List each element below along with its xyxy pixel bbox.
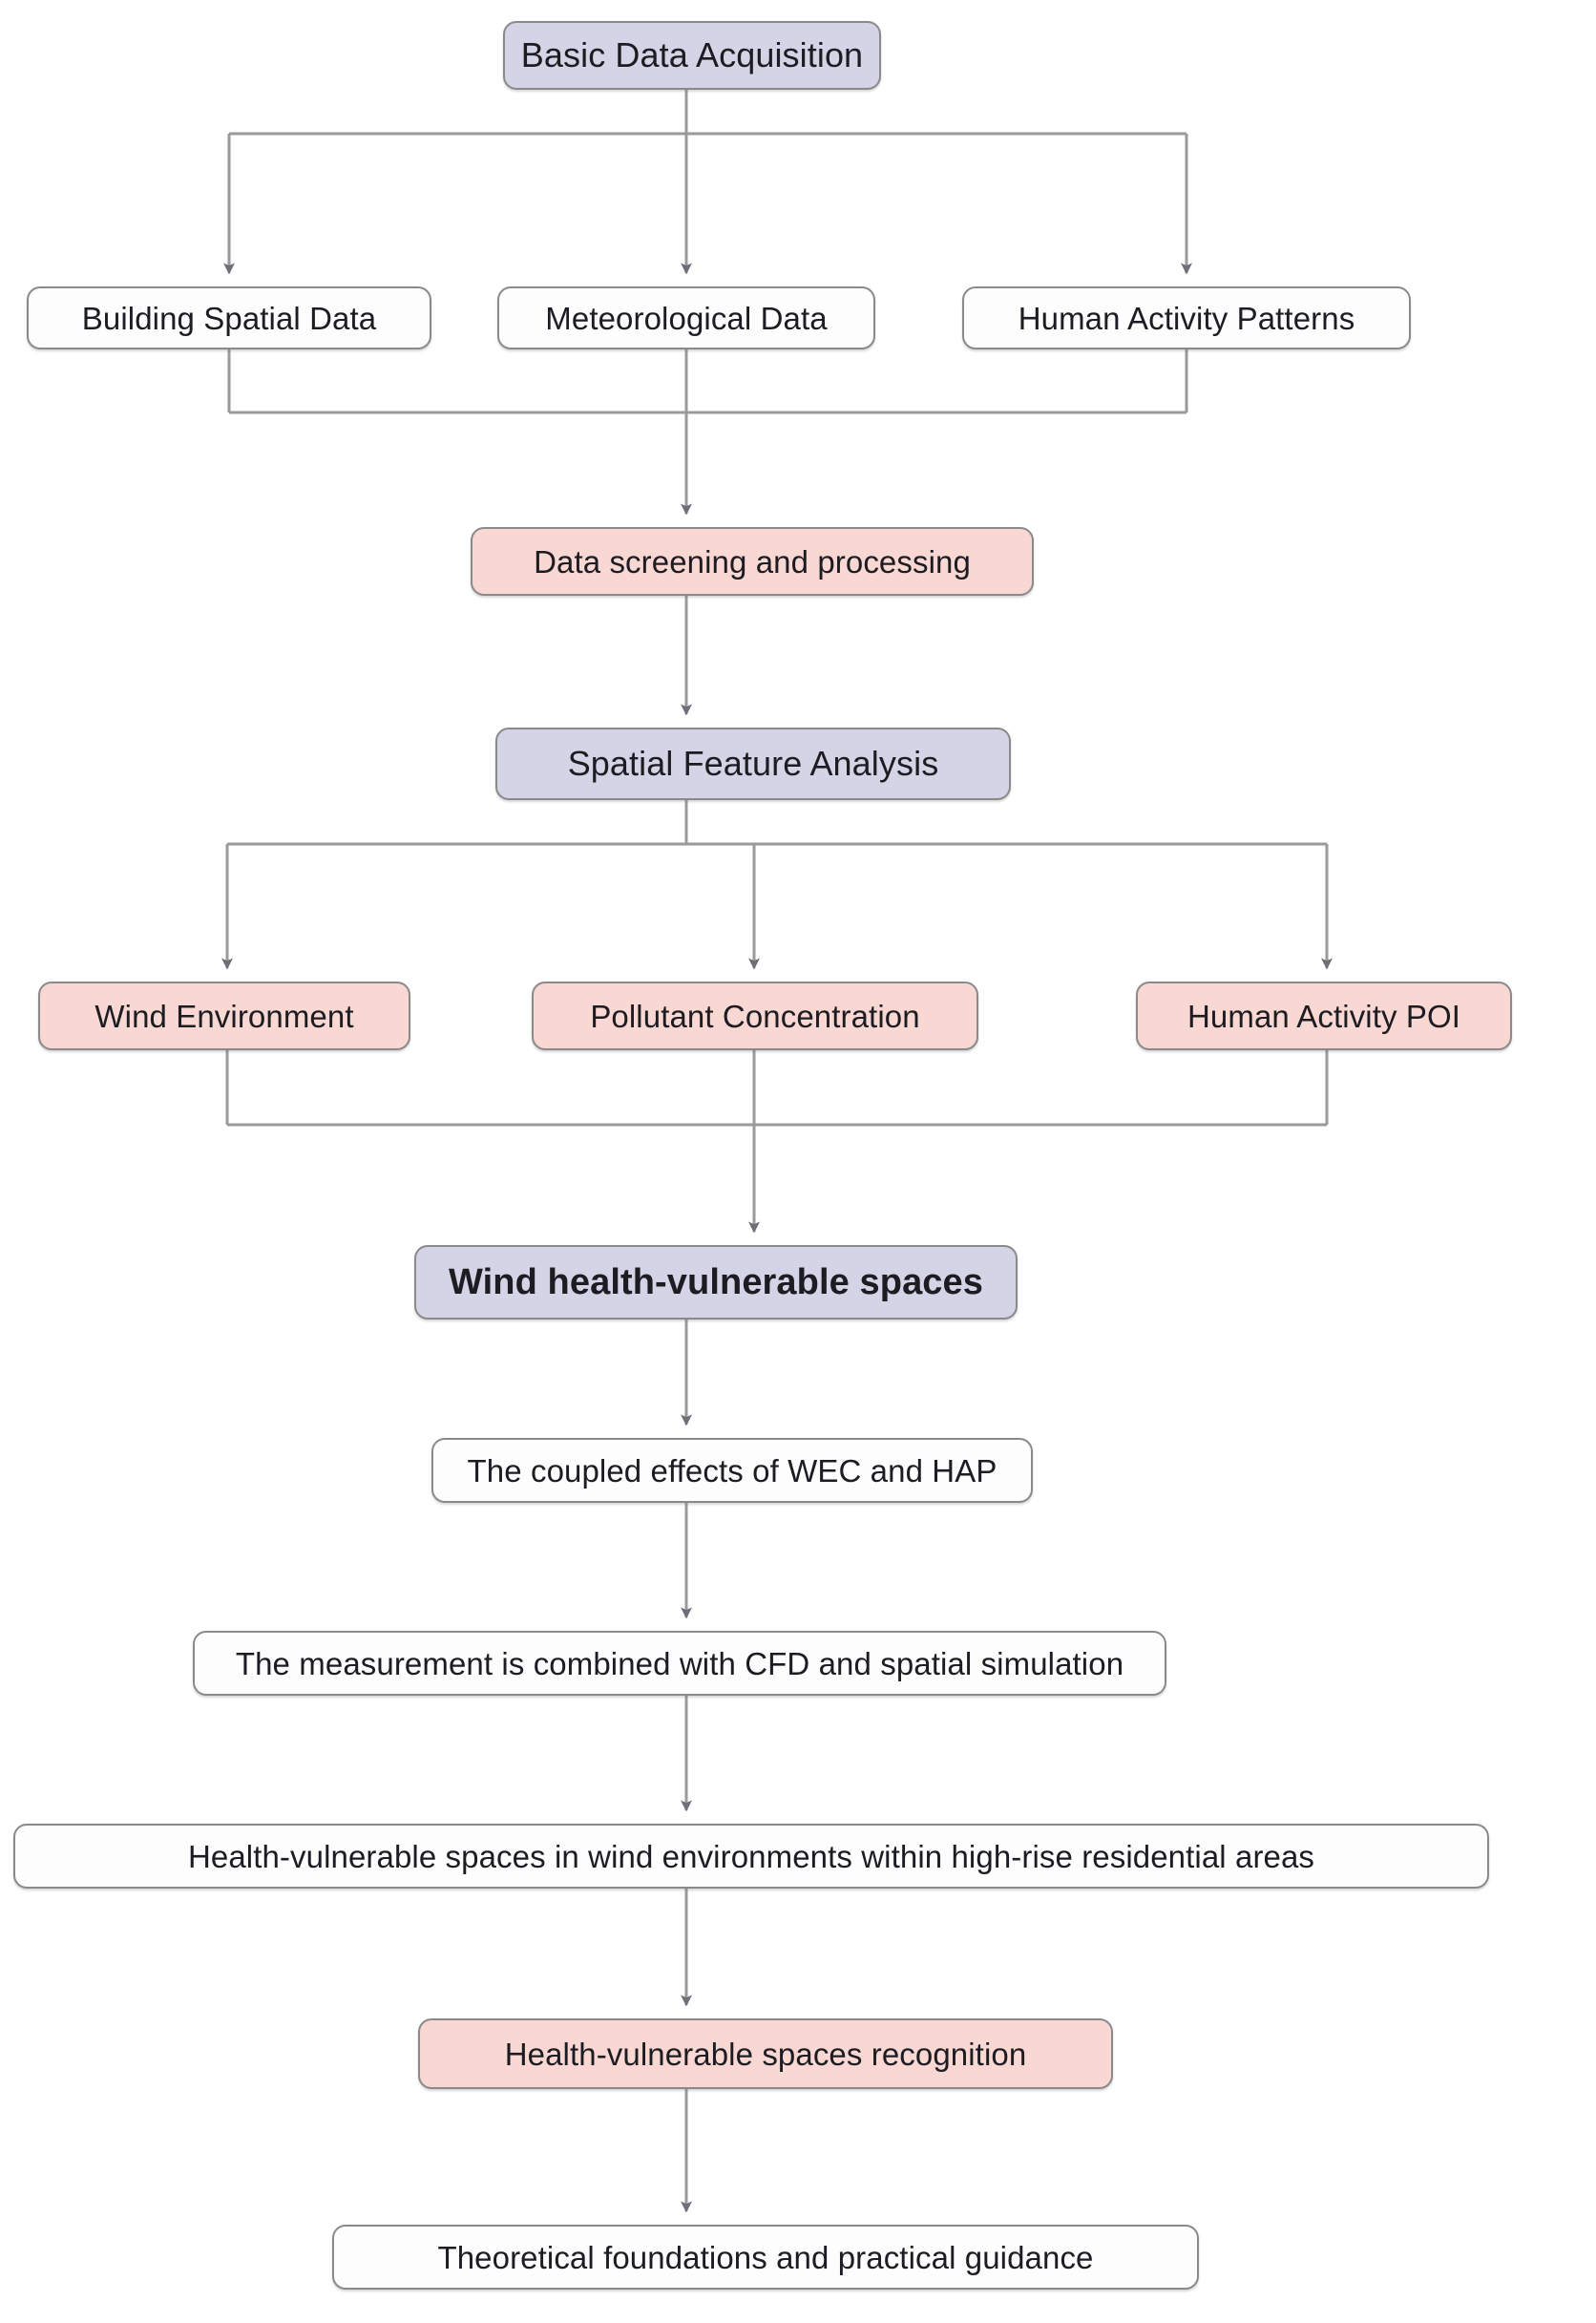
node-label: Theoretical foundations and practical gu… <box>437 2239 1094 2275</box>
node-building-spatial-data[interactable]: Building Spatial Data <box>27 286 431 349</box>
node-label: The measurement is combined with CFD and… <box>235 1645 1124 1681</box>
node-label: Pollutant Concentration <box>590 998 920 1034</box>
node-human-activity-patterns[interactable]: Human Activity Patterns <box>962 286 1411 349</box>
node-label: Human Activity POI <box>1186 998 1461 1034</box>
node-theoretical-foundations-practical-guidance[interactable]: Theoretical foundations and practical gu… <box>332 2225 1199 2290</box>
node-pollutant-concentration[interactable]: Pollutant Concentration <box>532 982 978 1050</box>
node-label: Wind Environment <box>94 998 354 1034</box>
node-wind-environment[interactable]: Wind Environment <box>38 982 410 1050</box>
node-human-activity-poi[interactable]: Human Activity POI <box>1136 982 1512 1050</box>
node-label: Data screening and processing <box>534 543 971 580</box>
node-label: Basic Data Acquisition <box>520 35 864 74</box>
node-spatial-feature-analysis[interactable]: Spatial Feature Analysis <box>495 728 1011 800</box>
node-label: Wind health-vulnerable spaces <box>448 1262 984 1302</box>
node-health-vulnerable-spaces-high-rise[interactable]: Health-vulnerable spaces in wind environ… <box>13 1824 1489 1889</box>
node-label: Meteorological Data <box>545 300 828 336</box>
node-label: Human Activity Patterns <box>1018 300 1355 336</box>
node-label: The coupled effects of WEC and HAP <box>467 1452 998 1489</box>
node-data-screening-and-processing[interactable]: Data screening and processing <box>471 527 1034 596</box>
node-basic-data-acquisition[interactable]: Basic Data Acquisition <box>503 21 881 90</box>
node-label: Health-vulnerable spaces recognition <box>504 2036 1027 2072</box>
node-wind-health-vulnerable-spaces[interactable]: Wind health-vulnerable spaces <box>414 1245 1018 1320</box>
node-meteorological-data[interactable]: Meteorological Data <box>497 286 875 349</box>
node-health-vulnerable-spaces-recognition[interactable]: Health-vulnerable spaces recognition <box>418 2018 1113 2089</box>
node-coupled-effects-wec-hap[interactable]: The coupled effects of WEC and HAP <box>431 1438 1033 1503</box>
node-label: Spatial Feature Analysis <box>567 744 939 783</box>
node-label: Building Spatial Data <box>81 300 377 336</box>
node-label: Health-vulnerable spaces in wind environ… <box>187 1838 1315 1874</box>
node-measurement-cfd-spatial-simulation[interactable]: The measurement is combined with CFD and… <box>193 1631 1166 1696</box>
